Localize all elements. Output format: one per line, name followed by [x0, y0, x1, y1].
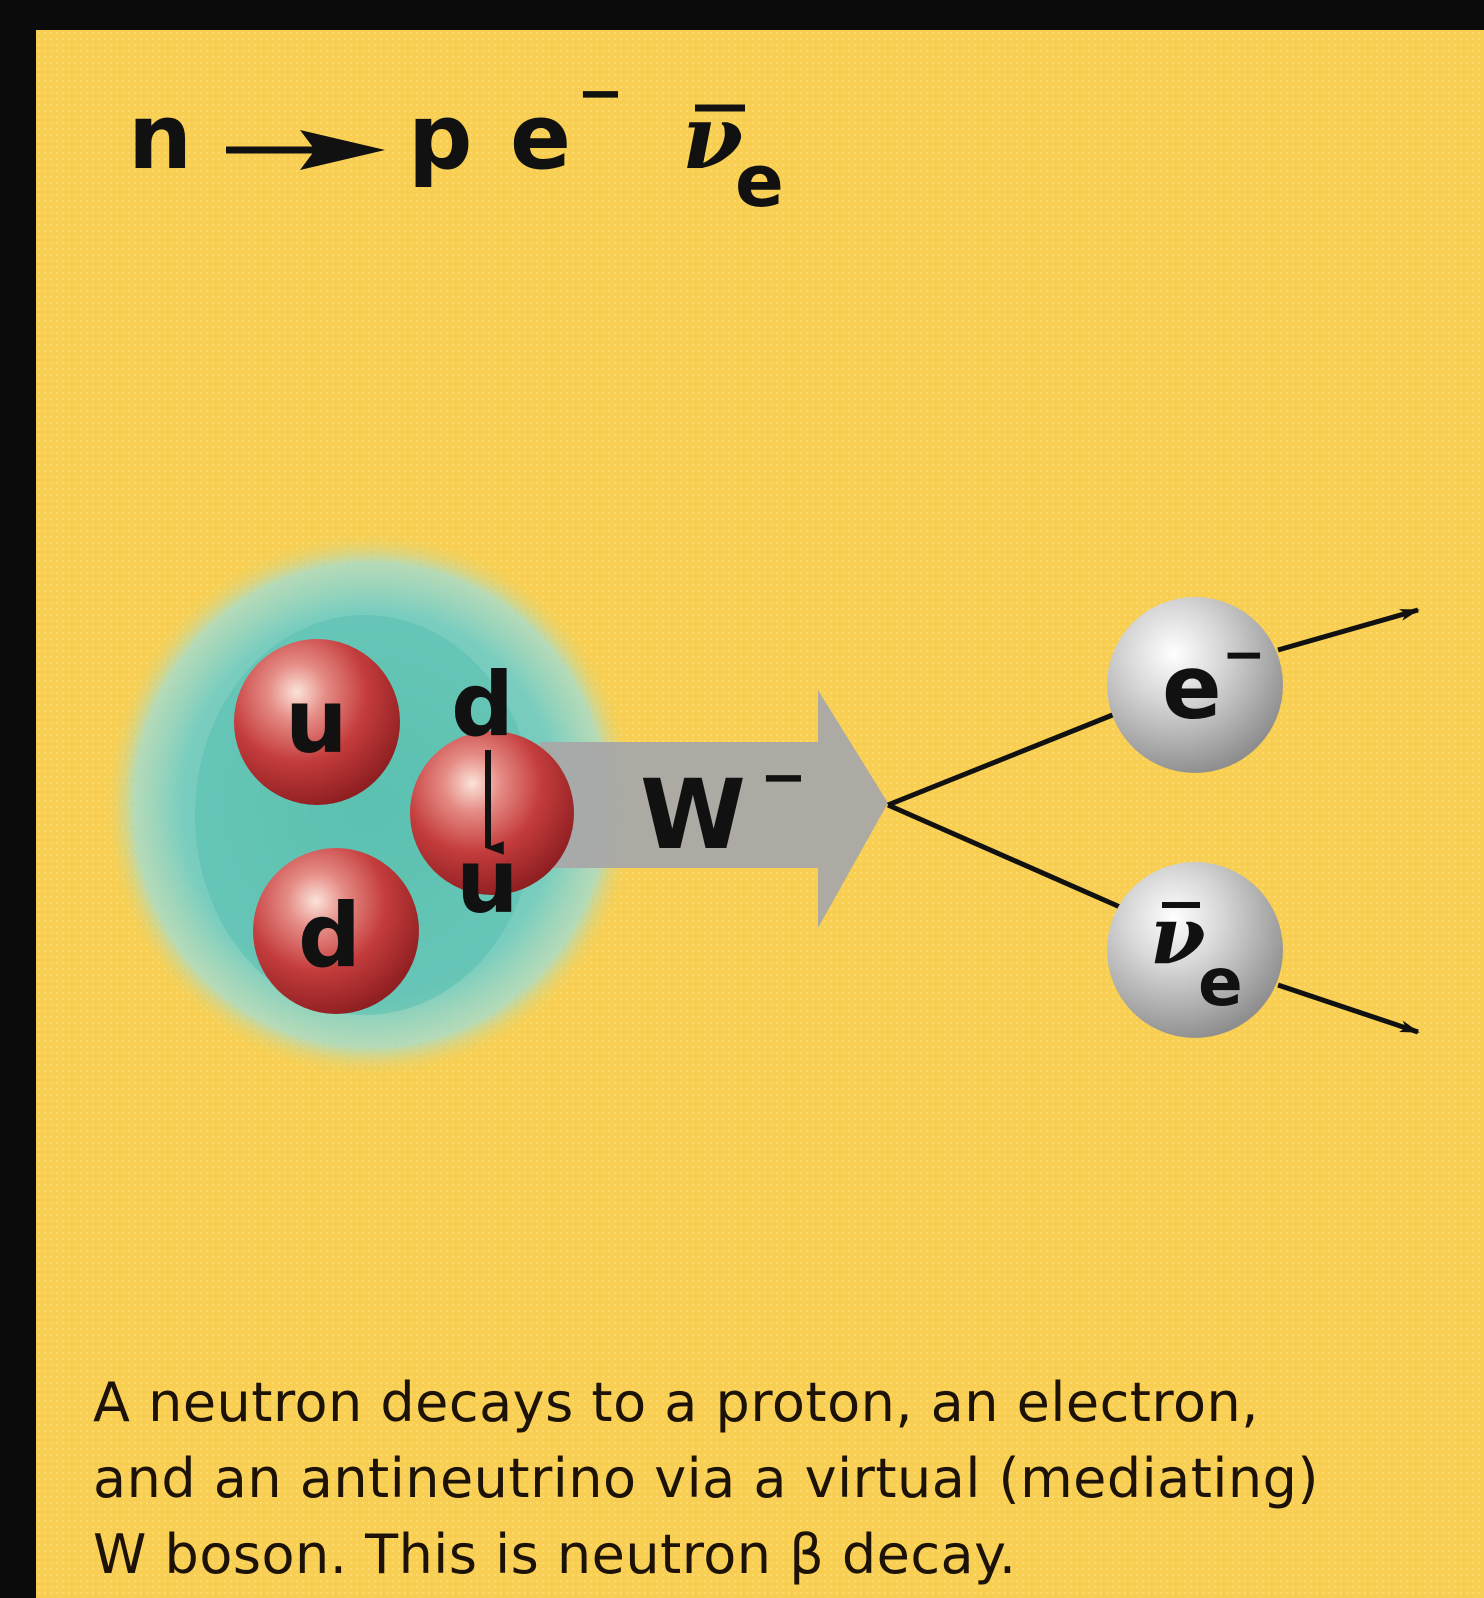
antineutrino-label: ν	[1150, 888, 1206, 982]
decay-line-antineutrino	[886, 802, 1122, 910]
equation-neutron: n	[128, 85, 192, 190]
diagram-caption: A neutron decays to a proton, an electro…	[93, 1365, 1463, 1593]
quark-up-top-left: u	[234, 639, 400, 805]
quark-transition-from: d	[451, 653, 514, 756]
equation-electron: e	[510, 85, 571, 190]
w-boson-label: W	[640, 759, 746, 871]
electron-label: e	[1162, 636, 1222, 739]
quark-label: u	[285, 670, 348, 773]
equation-antineutrino: ν	[682, 85, 743, 189]
quark-down-bottom-left: d	[253, 848, 419, 1014]
quark-label: d	[298, 884, 361, 987]
quark-transition-to: u	[456, 830, 519, 933]
electron-charge-label: −	[1222, 625, 1266, 685]
w-boson-arrow	[540, 690, 888, 928]
w-boson-charge: −	[760, 745, 807, 810]
equation-arrow-head	[300, 130, 385, 170]
antineutrino-subscript: e	[1198, 944, 1243, 1021]
equation-proton: p	[408, 85, 472, 190]
caption-line-2: and an antineutrino via a virtual (media…	[93, 1447, 1320, 1510]
decay-line-electron	[887, 709, 1121, 808]
equation-antineutrino-subscript: e	[735, 139, 784, 223]
decay-equation: n p e − ν e	[128, 61, 784, 223]
antineutrino-outgoing-arrow	[1277, 982, 1420, 1035]
caption-line-3: W boson. This is neutron β decay.	[93, 1523, 1017, 1586]
electron-particle: e −	[1107, 597, 1283, 773]
equation-electron-charge: −	[577, 61, 624, 126]
electron-outgoing-arrow	[1277, 607, 1420, 653]
caption-line-1: A neutron decays to a proton, an electro…	[93, 1371, 1259, 1434]
antineutrino-particle: ν e	[1107, 862, 1283, 1038]
quark-transitioning: d u	[410, 653, 574, 933]
